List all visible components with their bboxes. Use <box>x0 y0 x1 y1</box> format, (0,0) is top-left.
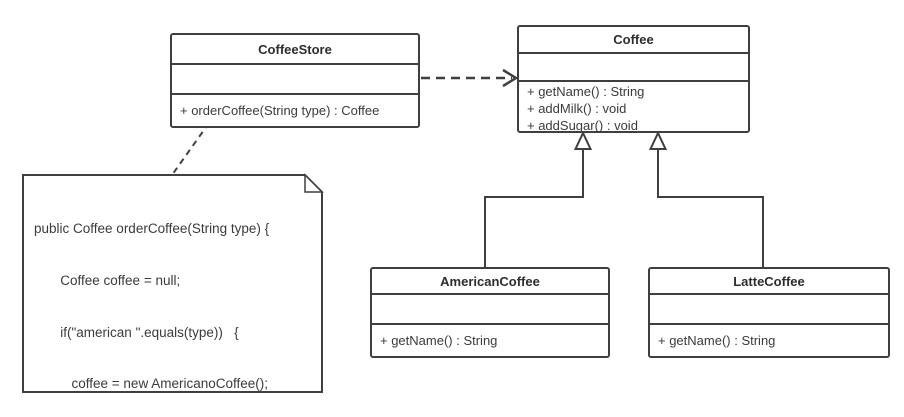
class-title: LatteCoffee <box>650 269 888 295</box>
method-label: + addSugar() : void <box>527 118 638 131</box>
class-methods-compartment: + getName() : String <box>650 325 888 356</box>
hollow-triangle-icon <box>573 130 593 150</box>
method-label: + orderCoffee(String type) : Coffee <box>180 103 380 118</box>
method-label: + getName() : String <box>380 333 498 348</box>
hollow-triangle-icon <box>648 130 668 150</box>
class-attributes-compartment <box>650 295 888 325</box>
code-line: coffee = new AmericanoCoffee(); <box>34 376 269 392</box>
code-line: if("american ".equals(type)) { <box>34 324 239 340</box>
class-title: AmericanCoffee <box>372 269 608 295</box>
class-box-americancoffee: AmericanCoffee + getName() : String <box>370 267 610 358</box>
class-box-lattecoffee: LatteCoffee + getName() : String <box>648 267 890 358</box>
method-label: + addMilk() : void <box>527 101 627 116</box>
class-attributes-compartment <box>172 65 418 95</box>
class-methods-compartment: + orderCoffee(String type) : Coffee <box>172 95 418 126</box>
class-title: CoffeeStore <box>172 35 418 65</box>
method-label: + getName() : String <box>658 333 776 348</box>
method-label: + getName() : String <box>527 84 645 99</box>
open-arrowhead-icon <box>502 68 519 88</box>
class-attributes-compartment <box>519 54 748 82</box>
generalization-arrow-american <box>484 130 593 267</box>
note-shape <box>22 173 324 393</box>
code-note: public Coffee orderCoffee(String type) {… <box>34 186 314 417</box>
note-anchor-line <box>171 122 210 176</box>
class-attributes-compartment <box>372 295 608 325</box>
class-methods-compartment: + getName() : String <box>372 325 608 356</box>
code-line: public Coffee orderCoffee(String type) { <box>34 221 270 237</box>
generalization-arrow-latte <box>648 130 764 267</box>
note-fold-corner <box>304 173 324 193</box>
class-box-coffee: Coffee + getName() : String + addMilk() … <box>517 25 750 133</box>
dependency-arrow <box>421 68 519 88</box>
class-box-coffeestore: CoffeeStore + orderCoffee(String type) :… <box>170 33 420 128</box>
code-line: Coffee coffee = null; <box>34 273 181 289</box>
class-methods-compartment: + getName() : String + addMilk() : void … <box>519 82 748 131</box>
class-title: Coffee <box>519 27 748 54</box>
